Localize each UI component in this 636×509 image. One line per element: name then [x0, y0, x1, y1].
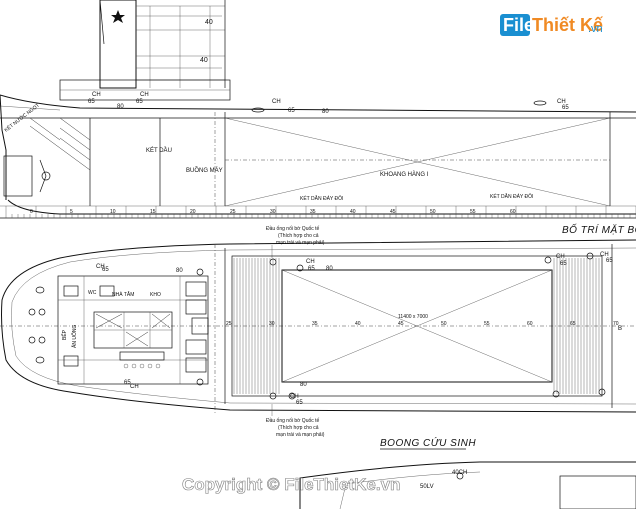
main-deck-line	[0, 94, 636, 113]
deck-plan-frame-numbers: 25 30 35 40 45 50 55 60 65 70	[226, 321, 619, 327]
cargo-hatch-opening	[281, 269, 553, 383]
label-80-a: 80	[176, 268, 183, 274]
berths	[185, 281, 209, 373]
label-80-left: 80	[117, 104, 124, 110]
label-40b: 40	[200, 57, 208, 64]
profile-frame-number: 5	[70, 209, 73, 215]
label-65-e: 65	[124, 380, 131, 386]
plan-frame-number: 25	[226, 321, 232, 327]
label-65-a: 65	[102, 267, 109, 273]
label-an-uong: ĂN UỐNG	[71, 325, 78, 348]
plan-frame-number: 55	[484, 321, 490, 327]
plan-frame-number: 70	[613, 321, 619, 327]
plan-frame-number: 30	[269, 321, 275, 327]
star-emblem-icon	[111, 10, 125, 23]
label-ch-right1: CH	[272, 99, 281, 105]
label-b-right: B	[618, 326, 622, 332]
plan-frame-number: 65	[570, 321, 576, 327]
boat-deck-outline	[299, 461, 636, 509]
profile-view: 40 40 CH 65 80 CH 65 KÉT NƯỚC N	[0, 0, 636, 219]
profile-frame-number: 15	[150, 209, 156, 215]
label-nha-tam: NHÀ TẮM	[112, 290, 134, 298]
label-wc: WC	[88, 290, 97, 296]
logo-file: File	[503, 15, 534, 35]
plan-frame-number: 40	[355, 321, 361, 327]
filethietke-logo: File Thiết Kế .vn	[500, 14, 604, 36]
label-ch-c: CH	[556, 254, 565, 260]
label-50lv: 50LV	[420, 484, 434, 490]
profile-frame-number: 0	[30, 209, 33, 215]
label-65-f: 65	[296, 400, 303, 406]
label-ch-f: CH	[290, 394, 299, 400]
boat-deck-title: BOONG CỨU SINH	[380, 436, 476, 449]
deck-plan-title: BỐ TRÍ MẶT BO	[562, 223, 636, 236]
profile-frame-number: 20	[190, 209, 196, 215]
note-top-1: Đầu ống nối bờ Quốc tế	[266, 226, 320, 232]
label-bep: BẾP	[61, 329, 68, 340]
wheelhouse	[99, 0, 137, 89]
note-bottom-1: Đầu ống nối bờ Quốc tế	[266, 418, 320, 424]
propeller-icon	[41, 171, 51, 181]
hatch-cover-panels	[233, 258, 600, 394]
label-80-f: 80	[300, 382, 307, 388]
profile-frame-number: 50	[430, 209, 436, 215]
label-65-d: 65	[606, 258, 613, 264]
label-65-c: 65	[560, 261, 567, 267]
profile-frame-scale: 0 5 10 15 20 25 30 35 40 45 50 55 60	[5, 206, 636, 218]
hatch-size-label: 11400 x 7000	[398, 314, 428, 320]
label-65-right2: 65	[562, 105, 569, 111]
sanitary-fixtures	[28, 286, 46, 364]
profile-frame-number: 45	[390, 209, 396, 215]
label-80-right1: 80	[322, 109, 329, 115]
label-kho: KHO	[150, 292, 161, 298]
label-ch-b: CH	[306, 259, 315, 265]
profile-frame-number: 40	[350, 209, 356, 215]
plan-frame-number: 50	[441, 321, 447, 327]
logo-tld: .vn	[588, 23, 603, 35]
plan-frame-number: 45	[398, 321, 404, 327]
label-ket-dan-day-doi: KÉT DẰN ĐÁY ĐÔI	[300, 194, 343, 202]
logo-thietke: Thiết Kế	[532, 15, 604, 35]
label-ch-right2: CH	[557, 99, 566, 105]
label-buong-may: BUỒNG MÁY	[186, 167, 223, 174]
label-ch65-left: CH	[92, 92, 101, 98]
profile-frame-number: 60	[510, 209, 516, 215]
label-65-b: 65	[308, 266, 315, 272]
label-65-mid: 65	[136, 99, 143, 105]
label-ch-d: CH	[600, 252, 609, 258]
profile-frame-number: 30	[270, 209, 276, 215]
label-ch-a: CH	[96, 264, 105, 270]
plan-frame-number: 60	[527, 321, 533, 327]
label-80-b: 80	[326, 266, 333, 272]
profile-frame-number: 55	[470, 209, 476, 215]
boat-deck-view: BOONG CỨU SINH 40CH 50LV	[299, 436, 636, 509]
label-ket-dan-day-doi-2: KÉT DẰN ĐÁY ĐÔI	[490, 192, 533, 200]
mooring-bitt	[251, 107, 265, 113]
label-ch-mid: CH	[140, 92, 149, 98]
profile-frame-number: 10	[110, 209, 116, 215]
copyright-watermark: Copyright © FileThietKe.vn	[182, 475, 400, 494]
label-khoang-hang: KHOANG HÀNG I	[380, 171, 429, 178]
note-bottom-3: mạn trái và mạn phải)	[276, 432, 325, 438]
profile-frame-number: 35	[310, 209, 316, 215]
cargo-hatch-coaming	[231, 255, 603, 397]
label-65-left: 65	[88, 99, 95, 105]
mess-table	[119, 351, 165, 369]
label-ch-e: CH	[130, 384, 139, 390]
profile-frame-number: 25	[230, 209, 236, 215]
note-top-2: (Thích hợp cho cả	[278, 233, 319, 239]
hull-bottom	[7, 199, 636, 215]
plan-frame-number: 35	[312, 321, 318, 327]
label-65-right1: 65	[288, 108, 295, 114]
label-40ch: 40CH	[452, 470, 467, 476]
note-bottom-2: (Thích hợp cho cả	[278, 425, 319, 431]
deck-plan-view: BỐ TRÍ MẶT BO Đầu ống nối bờ Quốc tế (Th…	[0, 223, 636, 438]
label-ket-dau: KÉT DẦU	[146, 147, 172, 154]
label-40a: 40	[205, 19, 213, 26]
